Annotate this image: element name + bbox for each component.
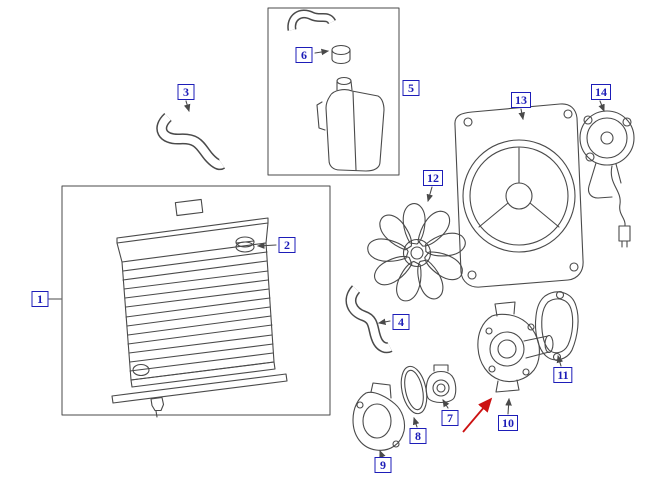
reservoir-assembly-drawing [267,7,400,176]
part-label-3[interactable]: 3 [177,84,195,100]
part-label-2[interactable]: 2 [278,237,296,253]
water-pump-gasket-drawing [534,290,579,362]
part-label-11[interactable]: 11 [553,367,573,383]
part-label-1[interactable]: 1 [31,291,49,307]
part-label-6[interactable]: 6 [295,47,313,63]
fan-motor-drawing [579,110,635,248]
part-label-4[interactable]: 4 [392,314,410,330]
water-pump-drawing [477,301,554,393]
thermostat-drawing [425,364,457,404]
leader-lines [48,48,605,459]
part-label-13[interactable]: 13 [511,92,531,108]
pointer-arrow [462,397,493,433]
part-label-10[interactable]: 10 [498,415,518,431]
thermostat-cover-drawing [352,382,406,451]
lower-radiator-hose-drawing [345,285,393,354]
part-label-5[interactable]: 5 [402,80,420,96]
part-label-12[interactable]: 12 [423,170,443,186]
thermostat-gasket-drawing [400,365,428,415]
part-label-14[interactable]: 14 [591,84,611,100]
fan-shroud-drawing [454,103,584,288]
part-label-8[interactable]: 8 [409,428,427,444]
radiator-assembly-drawing [61,185,331,418]
upper-radiator-hose-drawing [156,112,226,171]
fan-blade-drawing [367,203,466,302]
part-label-7[interactable]: 7 [441,410,459,426]
part-label-9[interactable]: 9 [374,457,392,473]
